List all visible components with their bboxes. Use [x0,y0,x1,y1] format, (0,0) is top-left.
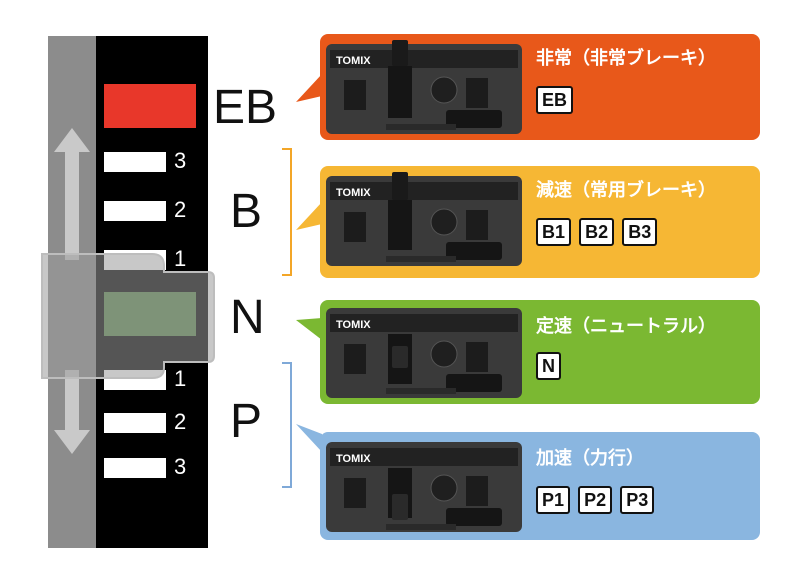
panel-p: TOMIX 加速（力行） P1 P2 P3 [320,432,760,540]
brake-notch-3 [104,152,166,172]
panel-p-chips: P1 P2 P3 [536,486,657,514]
controller-brand: TOMIX [336,453,371,465]
notch-chip: P2 [578,486,613,514]
brake-notch-1-label: 1 [174,246,187,271]
controller-brand: TOMIX [336,319,371,331]
up-arrow-icon [54,128,90,260]
panel-b-chips: B1 B2 B3 [536,218,660,246]
panel-n-pointer [296,318,322,340]
power-notch-3 [104,458,166,478]
p-label: P [230,395,263,448]
panel-b: TOMIX 減速（常用ブレーキ） B1 B2 B3 [320,166,760,278]
panel-b-pointer [296,202,322,230]
panel-b-title: 減速（常用ブレーキ） [536,180,716,200]
power-notch-3-label: 3 [174,454,187,479]
eb-label: EB [213,81,278,134]
panel-n-title: 定速（ニュートラル） [536,316,716,336]
brake-notch-2-label: 2 [174,197,187,222]
panel-eb-pointer [296,74,322,102]
eb-notch-block [104,84,196,128]
panel-eb-title: 非常（非常ブレーキ） [536,48,716,68]
direction-arrows [54,128,90,454]
controller-brand: TOMIX [336,187,371,199]
panel-n-chips: N [536,352,564,380]
notch-chip: N [536,352,561,380]
controller-image-icon: TOMIX [326,172,522,266]
panel-p-pointer [296,424,322,452]
power-notch-1-label: 1 [174,366,187,391]
power-notch-2-label: 2 [174,409,187,434]
panel-eb-chips: EB [536,86,576,114]
brake-bracket [282,148,292,276]
brake-notch-2 [104,201,166,221]
notch-chip: EB [536,86,574,114]
panel-p-title: 加速（力行） [536,448,644,468]
n-label: N [230,291,265,344]
notch-chip: P1 [536,486,571,514]
panel-eb: TOMIX 非常（非常ブレーキ） EB [320,34,760,140]
controller-image-icon: TOMIX [326,308,522,398]
notch-chip: B2 [579,218,615,246]
lever-overlay-icon [41,253,215,379]
power-notch-2 [104,413,166,433]
down-arrow-icon [54,370,90,454]
controller-image-icon: TOMIX [326,442,522,532]
b-label: B [230,185,263,238]
power-bracket [282,362,292,488]
notch-chip: P3 [620,486,655,514]
controller-brand: TOMIX [336,55,371,67]
brake-notch-3-label: 3 [174,148,187,173]
notch-chip: B3 [622,218,658,246]
controller-image-icon: TOMIX [326,40,522,134]
panel-n: TOMIX 定速（ニュートラル） N [320,300,760,404]
notch-chip: B1 [536,218,572,246]
